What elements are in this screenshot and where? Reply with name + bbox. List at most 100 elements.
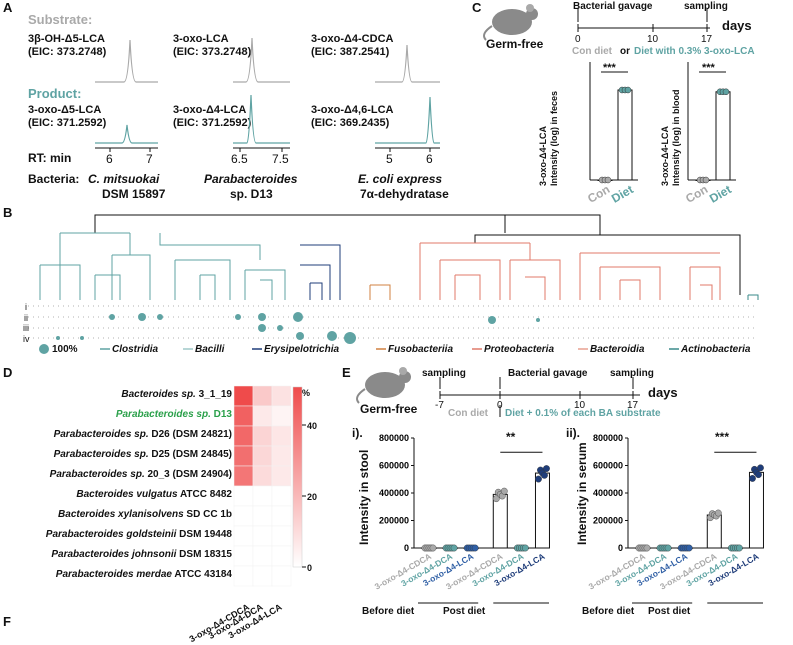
- e-timeline-gavage: Bacterial gavage: [508, 368, 588, 379]
- c-con-diet: Con diet: [572, 46, 612, 57]
- feces-bar-group: [597, 86, 633, 184]
- colorbar-unit: %: [302, 388, 311, 398]
- row-label-i: i: [25, 302, 27, 312]
- rt-tick: 6.5: [231, 152, 248, 166]
- heatmap-cell: [233, 505, 254, 527]
- species-strain: SD CC 1b: [183, 509, 232, 520]
- e-group-post-2: Post diet: [648, 606, 691, 617]
- heatmap-cell: [271, 545, 292, 567]
- e-sig2: ***: [715, 430, 730, 444]
- heatmap-cells: [233, 385, 292, 587]
- bacteria-label: Bacteria:: [28, 172, 80, 186]
- e-group-before-2: Before diet: [582, 606, 635, 617]
- c-days-unit: days: [722, 18, 752, 33]
- stool-chart: 02000004000006000008000003-oxo-Δ4-CDCA3-…: [373, 433, 550, 604]
- species-row: Parabacteroides sp. D13: [0, 405, 232, 425]
- row-label-ii: ii: [24, 313, 28, 323]
- c-chart1-ylabel: 3-oxo-Δ4-LCA Intensity (log) in feces: [538, 90, 559, 186]
- heatmap-cell: [252, 485, 273, 507]
- rt-tick: 6: [426, 152, 433, 166]
- bar: [534, 472, 550, 549]
- e-chart2-title: ii).: [566, 426, 580, 440]
- panel-a-label: A: [3, 0, 13, 15]
- row-label-iii: iii: [23, 323, 29, 333]
- heatmap-cell: [271, 445, 292, 467]
- data-point: [521, 544, 529, 552]
- heatmap-cell: [233, 485, 254, 507]
- y-tick-label: 600000: [379, 461, 409, 471]
- data-point: [624, 86, 632, 94]
- data-point: [702, 176, 710, 184]
- chromatogram-traces: [95, 37, 440, 152]
- product-2-name: 3-oxo-Δ4-LCA: [173, 104, 247, 116]
- c-tick: 10: [647, 34, 659, 45]
- e-timeline-sampling-2: sampling: [610, 368, 654, 379]
- bacteria-1-line2: DSM 15897: [102, 187, 166, 201]
- c-timeline-gavage: Bacterial gavage: [573, 1, 653, 12]
- species-name: Parabacteroides goldsteinii: [45, 529, 177, 540]
- species-row: Parabacteroides sp. D25 (DSM 24845): [0, 445, 232, 465]
- heatmap-cell: [252, 525, 273, 547]
- substrate-3-eic: (EIC: 387.2541): [311, 46, 390, 58]
- e-chart2-ylabel: Intensity in serum: [575, 442, 589, 545]
- product-1-eic: (EIC: 371.2592): [28, 117, 107, 129]
- data-point: [492, 495, 500, 503]
- heatmap-cell: [233, 385, 254, 407]
- bar: [748, 471, 764, 549]
- substrate-2-trace: [233, 37, 290, 83]
- c-sig2: ***: [702, 62, 715, 74]
- rt-tick: 6: [106, 152, 113, 166]
- species-list: Bacteroides sp. 3_1_19 Parabacteroides s…: [0, 385, 232, 585]
- e-days-unit: days: [648, 385, 678, 400]
- bacteria-3-line2: 7α-dehydratase: [360, 187, 449, 201]
- species-name: Parabacteroides sp.: [115, 409, 211, 420]
- panel-e-label: E: [342, 365, 351, 380]
- colorbar-tick-40: 40: [307, 421, 318, 431]
- data-point: [429, 544, 437, 552]
- panel-f-label: F: [3, 614, 11, 629]
- product-3-trace: [375, 96, 440, 144]
- data-point: [500, 487, 508, 495]
- species-row: Bacteroides vulgatus ATCC 8482: [0, 485, 232, 505]
- legend-bacilli: Bacilli: [195, 344, 225, 355]
- colorbar-tick-20: 20: [307, 492, 318, 502]
- heatmap-cell: [233, 545, 254, 567]
- species-name: Parabacteroides johnsonii: [51, 549, 177, 560]
- data-point: [757, 464, 764, 472]
- product-2-eic: (EIC: 371.2592): [173, 117, 252, 129]
- data-point: [735, 544, 743, 552]
- substrate-3-name: 3-oxo-Δ4-CDCA: [311, 33, 394, 45]
- e-tick: -7: [435, 400, 444, 411]
- data-point: [450, 544, 458, 552]
- species-strain: ATCC 43184: [171, 569, 232, 580]
- data-point: [535, 475, 542, 483]
- serum-chart: 02000004000006000008000003-oxo-Δ4-CDCA3-…: [587, 433, 764, 604]
- panel-d: D Bacteroides sp. 3_1_19 Parabacteroides…: [0, 365, 340, 644]
- legend-bacteroidia: Bacteroidia: [590, 344, 645, 355]
- data-point: [714, 509, 722, 517]
- species-strain: D25 (DSM 24845): [148, 449, 232, 460]
- species-name: Parabacteroides sp.: [49, 469, 145, 480]
- heatmap-cell: [233, 465, 254, 487]
- panel-b: B: [0, 205, 793, 365]
- heatmap-cell: [271, 425, 292, 447]
- data-point: [722, 88, 730, 96]
- c-chart2-ylabel: 3-oxo-Δ4-LCA Intensity (log) in blood: [660, 89, 681, 187]
- e-group-post-1: Post diet: [443, 606, 486, 617]
- heatmap-cell: [252, 565, 273, 587]
- data-point: [685, 544, 693, 552]
- mouse-icon: [356, 367, 411, 404]
- heatmap-svg: [233, 385, 306, 587]
- substrate-label: Substrate:: [28, 12, 93, 27]
- substrate-2-name: 3-oxo-LCA: [173, 33, 229, 45]
- substrate-1-trace: [95, 39, 158, 83]
- species-name: Bacteroides xylanisolvens: [58, 509, 184, 520]
- data-point: [543, 465, 550, 472]
- species-strain: DSM 18315: [176, 549, 232, 560]
- bacteria-1-line1: C. mitsuokai: [88, 172, 160, 186]
- e-chart1-ylabel: Intensity in stool: [357, 449, 371, 545]
- panel-a: A Substrate: 3β-OH-Δ5-LCA (EIC: 373.2748…: [0, 0, 470, 200]
- substrate-1-eic: (EIC: 373.2748): [28, 46, 107, 58]
- heatmap-cell: [233, 445, 254, 467]
